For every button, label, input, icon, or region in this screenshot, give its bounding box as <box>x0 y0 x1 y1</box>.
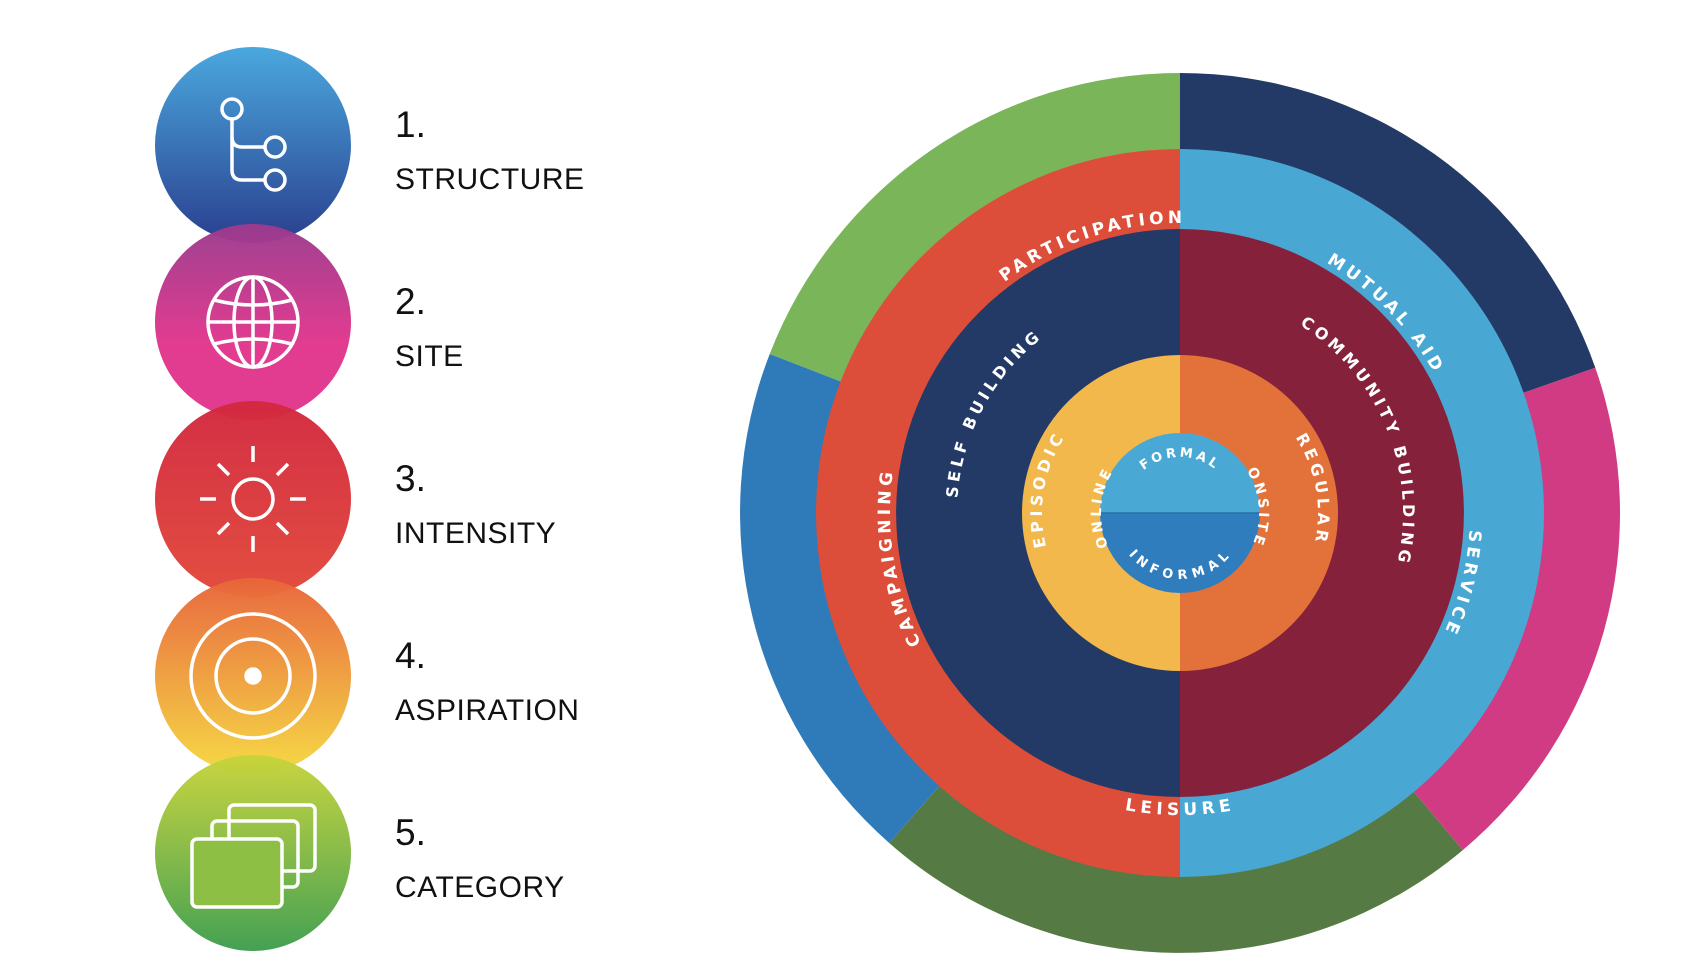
legend-number: 5. <box>395 812 426 853</box>
branch-icon <box>220 97 287 192</box>
cards-stack-icon <box>190 803 317 909</box>
legend-label: STRUCTURE <box>395 163 585 196</box>
legend-number: 3. <box>395 458 426 499</box>
legend-label: SITE <box>395 340 464 373</box>
legend-item-site: 2. SITE <box>395 282 464 374</box>
legend-label: CATEGORY <box>395 871 565 904</box>
legend-circle-aspiration <box>155 578 351 774</box>
legend-circles <box>155 47 351 951</box>
legend-circle-intensity <box>155 401 351 597</box>
legend-number: 1. <box>395 104 426 145</box>
target-icon <box>189 612 317 740</box>
legend-item-structure: 1. STRUCTURE <box>395 105 585 197</box>
legend: 1. STRUCTURE 2. SITE 3. INTENSITY 4. ASP… <box>0 0 640 968</box>
segment-formal <box>1100 433 1260 513</box>
legend-item-intensity: 3. INTENSITY <box>395 459 556 551</box>
segment-informal <box>1100 513 1260 593</box>
legend-label: INTENSITY <box>395 517 557 550</box>
legend-number: 2. <box>395 281 426 322</box>
category-wheel: PARTICIPATION MUTUAL AID SERVICE CAMPAIG… <box>740 73 1620 953</box>
globe-icon <box>206 275 300 369</box>
legend-circle-category <box>155 755 351 951</box>
sun-icon <box>200 446 306 552</box>
legend-circle-structure <box>155 47 351 243</box>
wheel-svg: PARTICIPATION MUTUAL AID SERVICE CAMPAIG… <box>740 73 1620 953</box>
ring-structure <box>1100 433 1260 593</box>
legend-number: 4. <box>395 635 426 676</box>
legend-circle-site <box>155 224 351 420</box>
legend-item-aspiration: 4. ASPIRATION <box>395 636 579 728</box>
legend-label: ASPIRATION <box>395 694 580 727</box>
legend-item-category: 5. CATEGORY <box>395 813 565 905</box>
